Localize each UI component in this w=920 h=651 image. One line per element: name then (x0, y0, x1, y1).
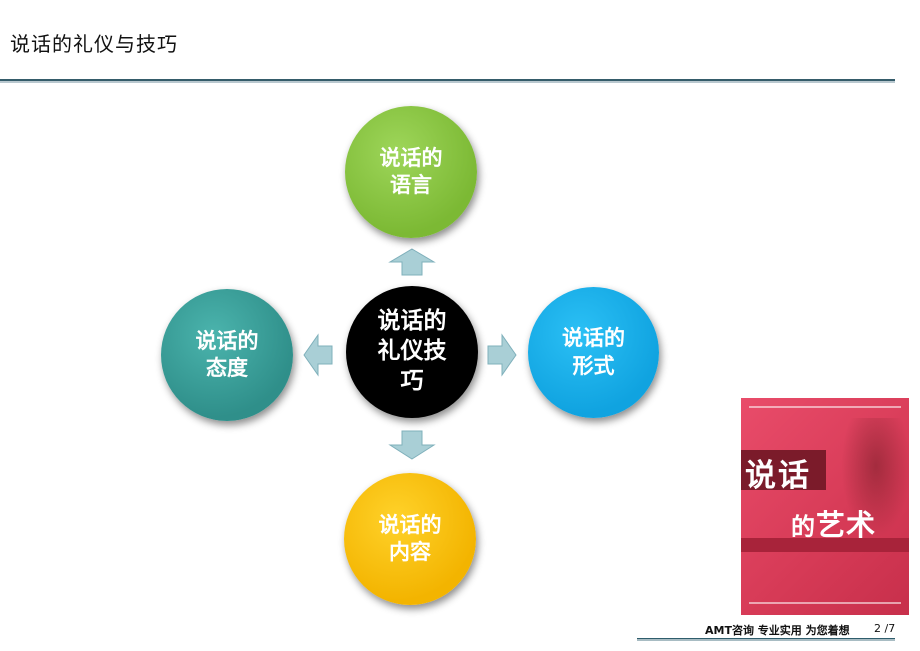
book-header-line (749, 406, 901, 408)
arrow-down-icon (388, 430, 436, 460)
arrow-left-icon (303, 333, 333, 377)
book-title-art: 艺术 (816, 508, 877, 542)
book-portrait (841, 418, 909, 538)
book-subtitle-stripe (741, 538, 909, 552)
node-attitude: 说话的 态度 (161, 289, 293, 421)
node-center-label: 说话的 礼仪技 巧 (377, 308, 447, 394)
node-center: 说话的 礼仪技 巧 (346, 286, 478, 418)
node-content: 说话的 内容 (344, 473, 476, 605)
book-title-line1: 说话 (745, 458, 811, 494)
book-title-line2: 的艺术 (791, 502, 876, 544)
book-title-banner (741, 450, 826, 490)
footer-divider (637, 638, 895, 641)
footer-company: AMT咨询 专业实用 为您着想 (705, 624, 850, 637)
node-content-label: 说话的 内容 (378, 512, 442, 564)
arrow-right-icon (487, 333, 517, 377)
node-form-label: 说话的 形式 (562, 326, 625, 378)
arrow-up-icon (388, 248, 436, 276)
book-title-de: 的 (791, 513, 816, 541)
node-language-label: 说话的 语言 (379, 145, 443, 197)
node-form: 说话的 形式 (528, 287, 659, 418)
book-footer-line (749, 602, 901, 604)
node-attitude-label: 说话的 态度 (195, 328, 259, 380)
book-cover-image: 说话 的艺术 (741, 398, 909, 615)
page-number: 2 /7 (874, 622, 896, 635)
header-divider (0, 79, 895, 83)
node-language: 说话的 语言 (345, 106, 477, 238)
slide-title: 说话的礼仪与技巧 (10, 32, 178, 56)
